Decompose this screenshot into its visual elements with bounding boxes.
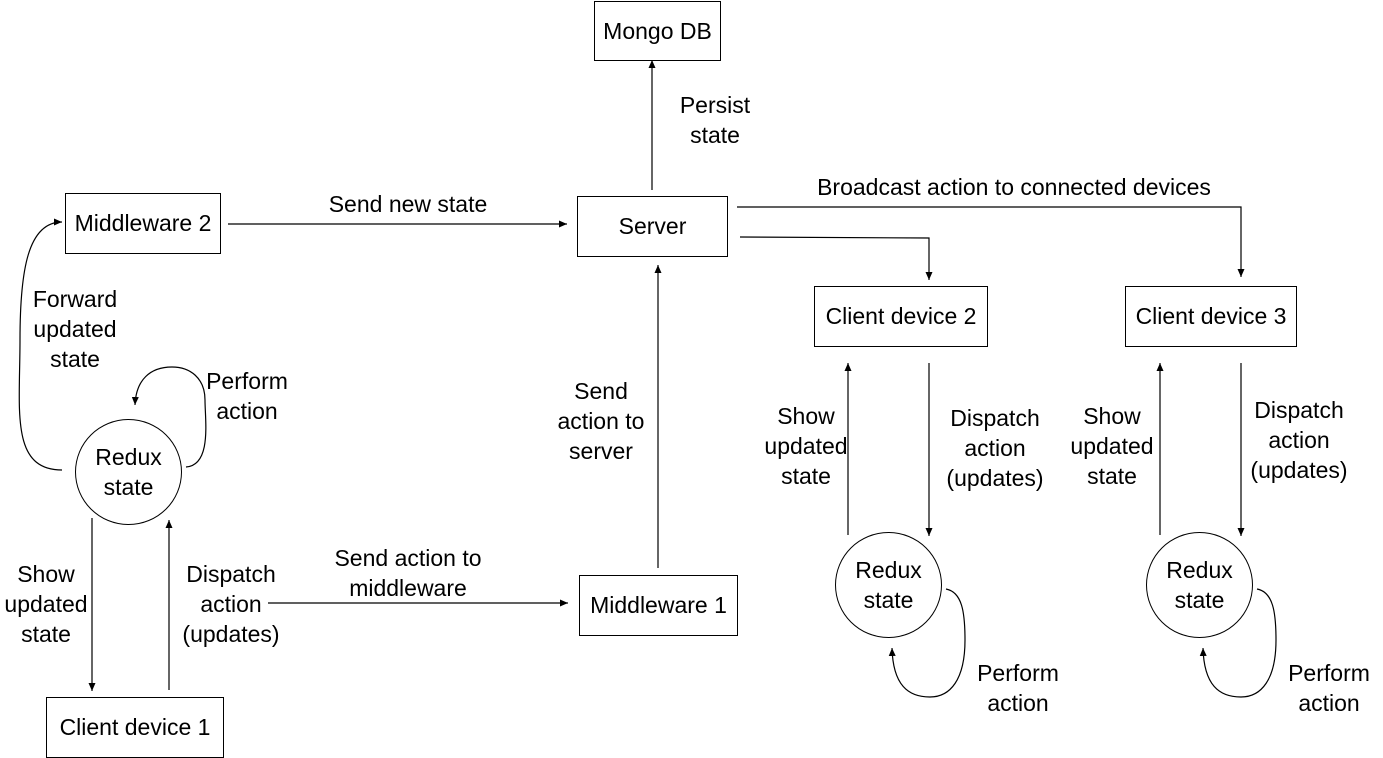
show-updated-state-1-label: Show updated state [4, 561, 88, 647]
perform-action-3-label: Perform action [1288, 660, 1370, 716]
dispatch-action-2-label: Dispatch action (updates) [946, 405, 1044, 491]
dispatch-action-3-label: Dispatch action (updates) [1250, 397, 1348, 483]
broadcast-label: Broadcast action to connected devices [817, 174, 1211, 200]
dispatch-action-1-label: Dispatch action (updates) [182, 561, 280, 647]
perform-action-2-label: Perform action [977, 660, 1059, 716]
arrow-redux1-self-loop [131, 366, 207, 468]
mongo-db-node: Mongo DB [594, 1, 721, 61]
client-device-1-node: Client device 1 [46, 697, 224, 758]
send-action-to-server-label: Send action to server [557, 378, 645, 464]
arrow-redux2-self-loop [888, 588, 966, 698]
server-node: Server [577, 196, 728, 257]
perform-action-1-label: Perform action [206, 368, 288, 424]
show-updated-state-2-label: Show updated state [764, 403, 848, 489]
send-new-state-label: Send new state [328, 191, 488, 217]
redux-state-2-node: Redux state [835, 532, 942, 638]
send-action-to-middleware-label: Send action to middleware [334, 545, 482, 601]
forward-updated-state-label: Forward updated state [32, 286, 118, 372]
redux-state-1-label: Redux state [95, 444, 162, 500]
middleware-1-node: Middleware 1 [579, 575, 738, 636]
show-updated-state-3-label: Show updated state [1070, 403, 1154, 489]
client-device-2-node: Client device 2 [814, 286, 988, 347]
middleware-2-node: Middleware 2 [65, 193, 221, 254]
arrow-redux1-to-middleware2 [18, 218, 63, 471]
arrow-redux3-self-loop [1199, 588, 1277, 698]
arrow-server-to-client2 [739, 236, 933, 280]
redux-state-2-label: Redux state [855, 557, 922, 613]
persist-state-label: Persist state [679, 92, 751, 148]
arrow-broadcast-to-client3 [737, 206, 1245, 277]
redux-state-1-node: Redux state [75, 419, 182, 525]
redux-state-3-node: Redux state [1146, 532, 1253, 638]
client-device-3-node: Client device 3 [1125, 286, 1297, 347]
redux-state-3-label: Redux state [1166, 557, 1233, 613]
